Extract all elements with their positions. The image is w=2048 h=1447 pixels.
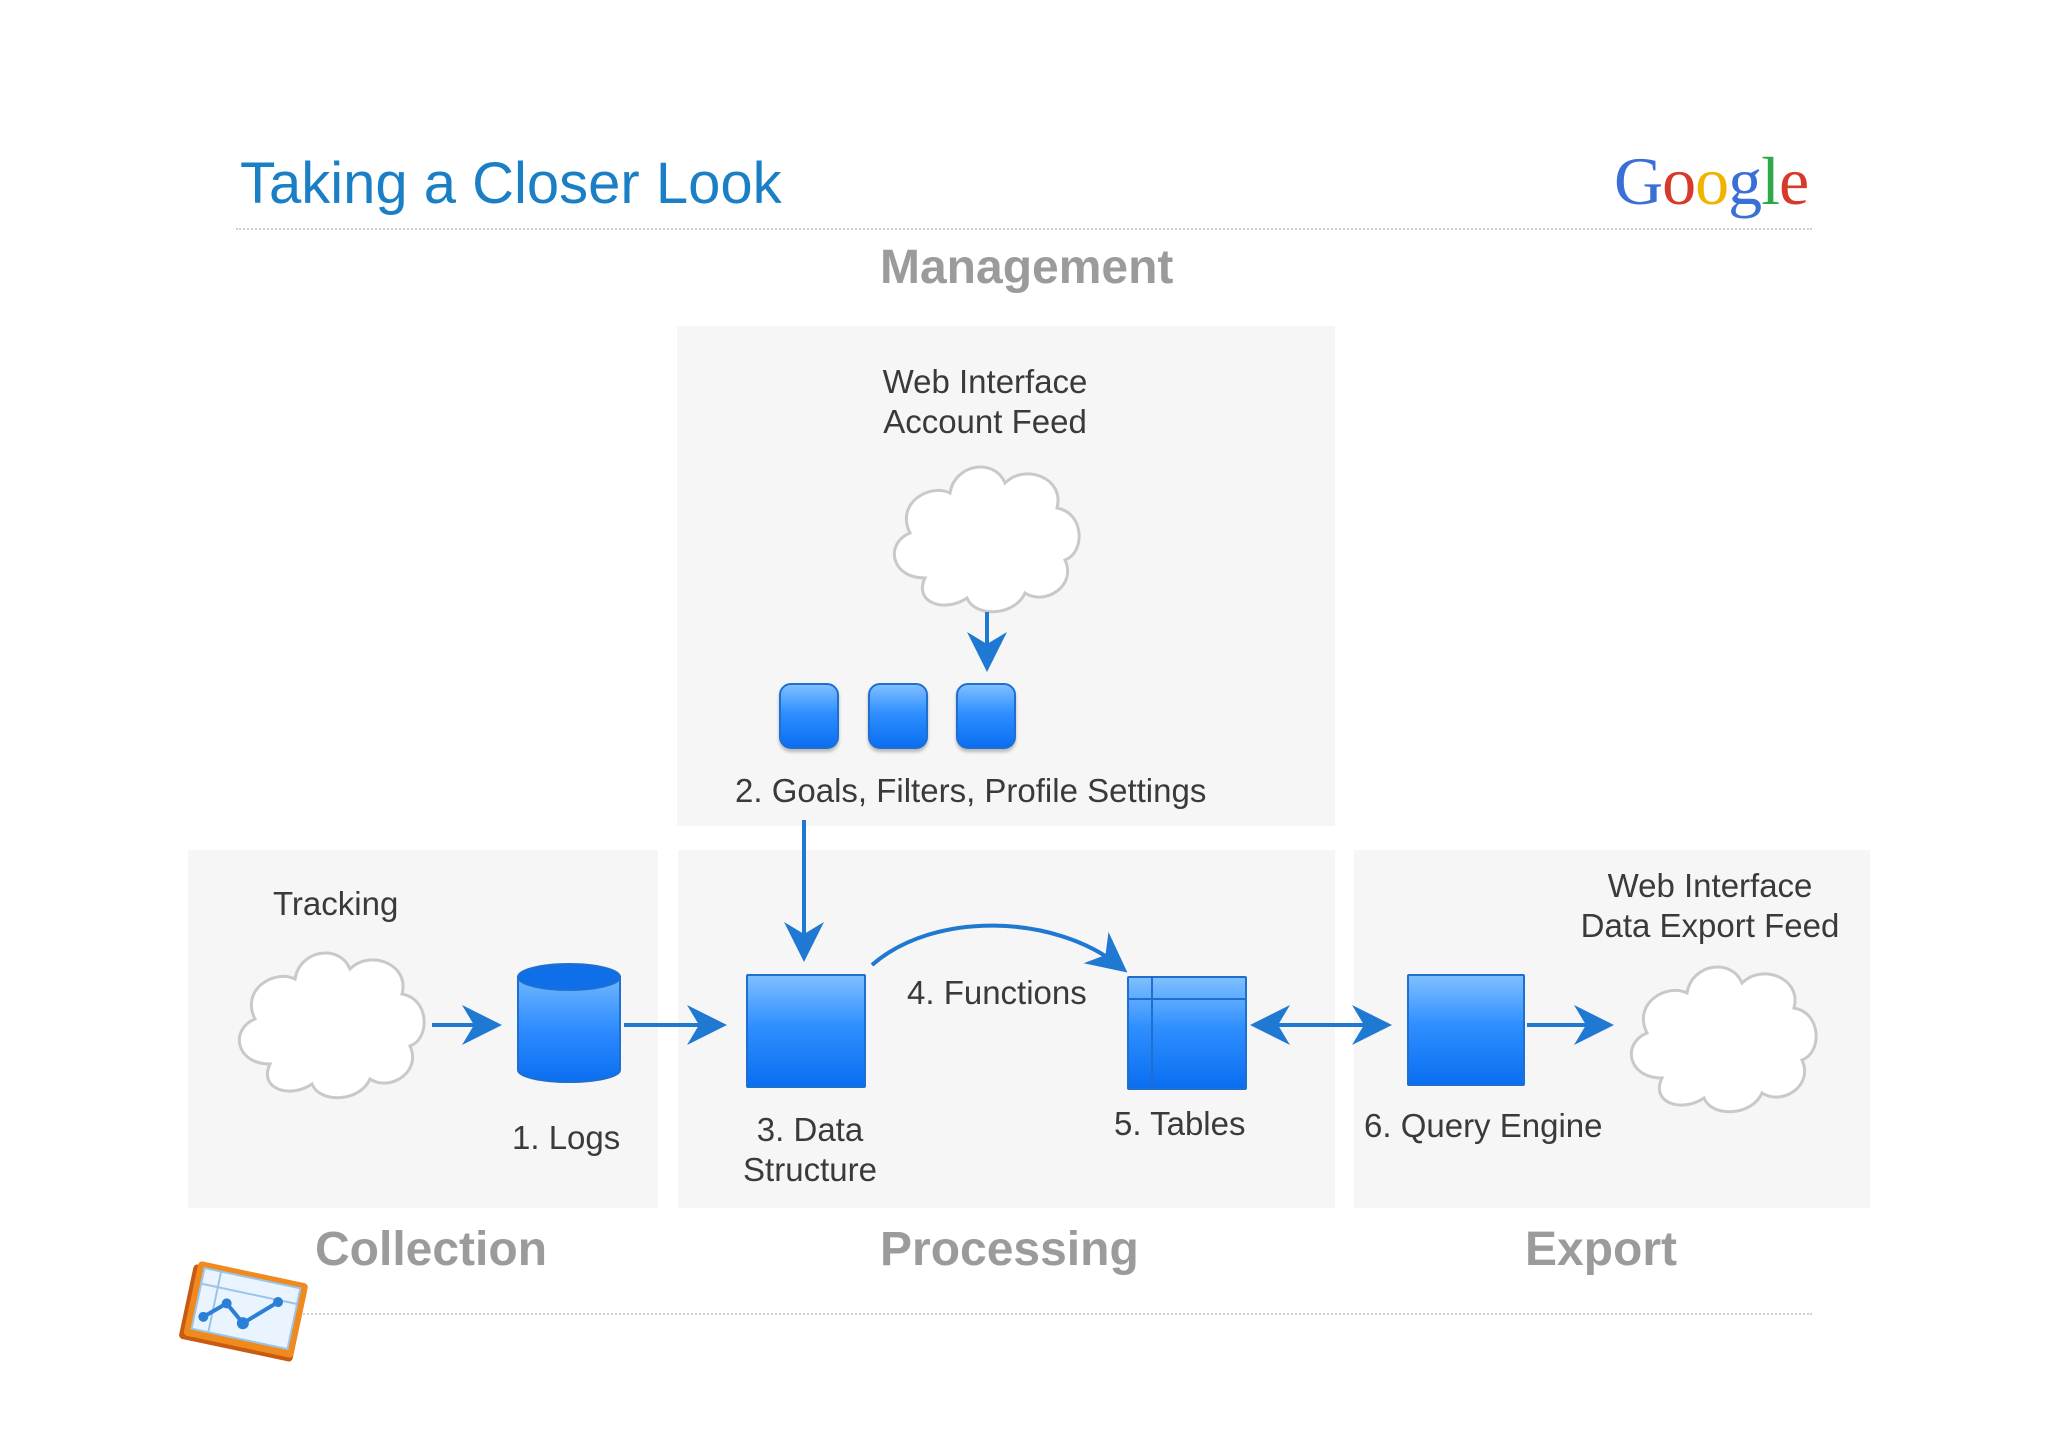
analytics-icon xyxy=(179,1261,308,1362)
settings-block-goals xyxy=(779,683,839,749)
logo-letter: o xyxy=(1662,143,1696,219)
logo-letter: o xyxy=(1695,143,1729,219)
logo-letter: l xyxy=(1761,143,1780,219)
management-source-label: Web Interface Account Feed xyxy=(845,362,1125,442)
logo-letter: e xyxy=(1779,143,1809,219)
tables-label: 5. Tables xyxy=(1114,1105,1246,1142)
section-label-export: Export xyxy=(1525,1223,1678,1276)
settings-label: 2. Goals, Filters, Profile Settings xyxy=(735,772,1207,809)
section-label-collection: Collection xyxy=(315,1223,548,1276)
settings-block-profile xyxy=(956,683,1016,749)
page-title: Taking a Closer Look xyxy=(240,151,782,216)
data-structure-line1: 3. Data xyxy=(756,1111,864,1148)
logo-letter: G xyxy=(1614,143,1663,219)
data-structure-block xyxy=(746,974,866,1088)
export-target-label: Web Interface Data Export Feed xyxy=(1560,866,1860,946)
header-divider xyxy=(236,228,1812,230)
export-target-line2: Data Export Feed xyxy=(1580,907,1840,944)
management-source-line1: Web Interface xyxy=(882,363,1088,400)
section-label-management: Management xyxy=(880,241,1174,294)
management-source-line2: Account Feed xyxy=(883,403,1087,440)
functions-label: 4. Functions xyxy=(907,974,1087,1011)
query-engine-label: 6. Query Engine xyxy=(1364,1107,1603,1144)
data-structure-label: 3. Data Structure xyxy=(700,1110,920,1190)
google-logo: Google xyxy=(1614,142,1809,221)
export-target-line1: Web Interface xyxy=(1607,867,1813,904)
logo-letter: g xyxy=(1728,143,1762,219)
logs-label: 1. Logs xyxy=(512,1119,621,1156)
settings-block-filters xyxy=(868,683,928,749)
query-engine-block xyxy=(1407,974,1525,1086)
tables-block xyxy=(1127,976,1247,1090)
footer-divider xyxy=(236,1313,1812,1315)
section-label-processing: Processing xyxy=(880,1223,1139,1276)
data-structure-line2: Structure xyxy=(743,1151,877,1188)
tracking-label: Tracking xyxy=(273,885,399,922)
